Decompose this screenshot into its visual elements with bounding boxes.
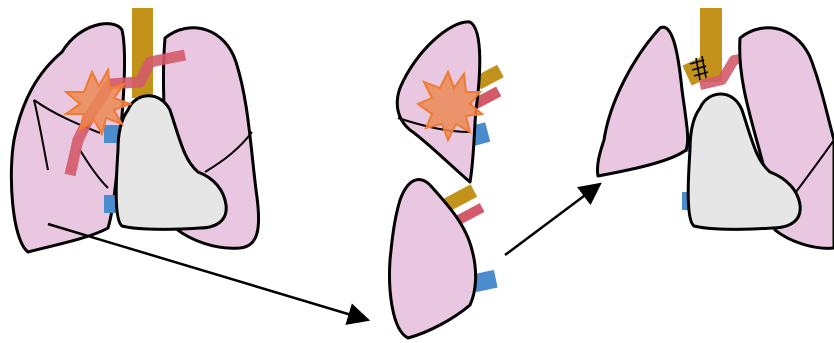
panel-before (11, 8, 258, 252)
panel-after (597, 8, 834, 248)
arrow-icon (505, 184, 600, 255)
panel-resected (390, 22, 504, 338)
left-lung-icon (597, 27, 687, 176)
